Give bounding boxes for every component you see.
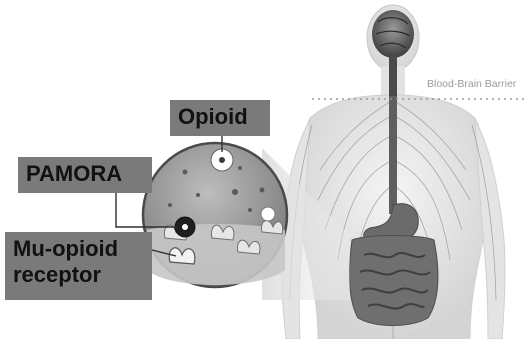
zoom-circle xyxy=(143,143,287,287)
esophagus-shape xyxy=(389,96,397,214)
pamora-label: PAMORA xyxy=(18,157,152,193)
opioid-label: Opioid xyxy=(170,100,270,136)
intestines-illustration xyxy=(350,236,438,326)
mu-opioid-receptor-label: Mu-opioid receptor xyxy=(5,232,152,300)
blood-brain-barrier-label: Blood-Brain Barrier xyxy=(427,78,516,90)
